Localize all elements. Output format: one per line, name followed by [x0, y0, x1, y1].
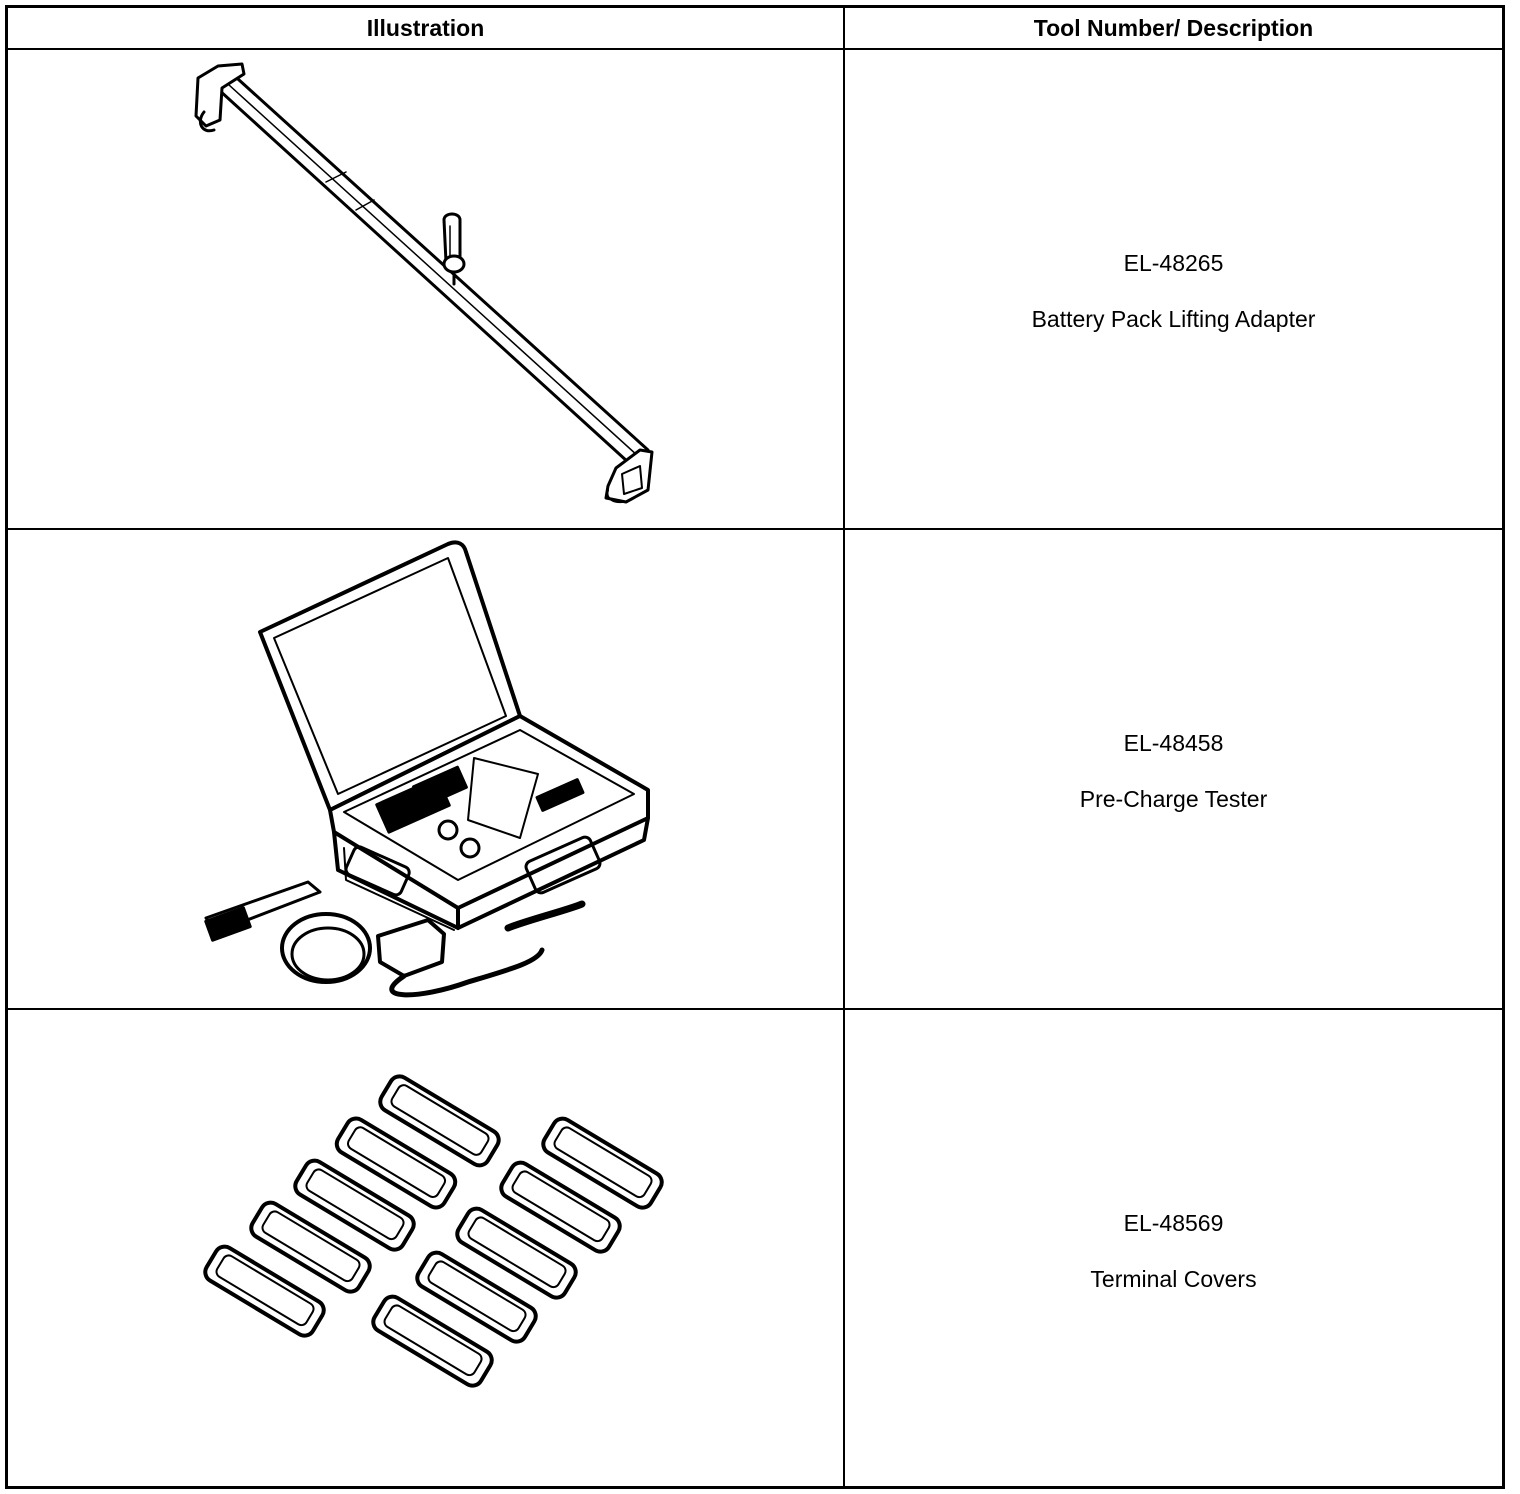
illustration-cell [8, 50, 843, 528]
terminal-covers-icon [8, 1010, 843, 1486]
tool-number: EL-48265 [1123, 250, 1224, 276]
header-tool-description: Tool Number/ Description [1033, 15, 1314, 41]
table-row: EL-48265 Battery Pack Lifting Adapter [8, 50, 1502, 530]
header-illustration: Illustration [366, 15, 485, 41]
description-cell: EL-48569 Terminal Covers [845, 1010, 1502, 1486]
description-cell: EL-48458 Pre-Charge Tester [845, 530, 1502, 1008]
table-row: EL-48569 Terminal Covers [8, 1010, 1502, 1486]
tool-number: EL-48458 [1123, 730, 1224, 756]
tool-description: Pre-Charge Tester [1079, 786, 1268, 812]
pre-charge-tester-icon [8, 530, 843, 1008]
tool-table: Illustration Tool Number/ Description [5, 5, 1505, 1489]
lifting-adapter-icon [8, 50, 843, 528]
table-header: Illustration Tool Number/ Description [8, 8, 1502, 50]
tool-number: EL-48569 [1123, 1210, 1224, 1236]
tool-description: Terminal Covers [1090, 1266, 1257, 1292]
table-row: EL-48458 Pre-Charge Tester [8, 530, 1502, 1010]
illustration-cell [8, 1010, 843, 1486]
illustration-cell [8, 530, 843, 1008]
description-cell: EL-48265 Battery Pack Lifting Adapter [845, 50, 1502, 528]
tool-description: Battery Pack Lifting Adapter [1031, 306, 1316, 332]
column-divider [843, 8, 845, 1486]
